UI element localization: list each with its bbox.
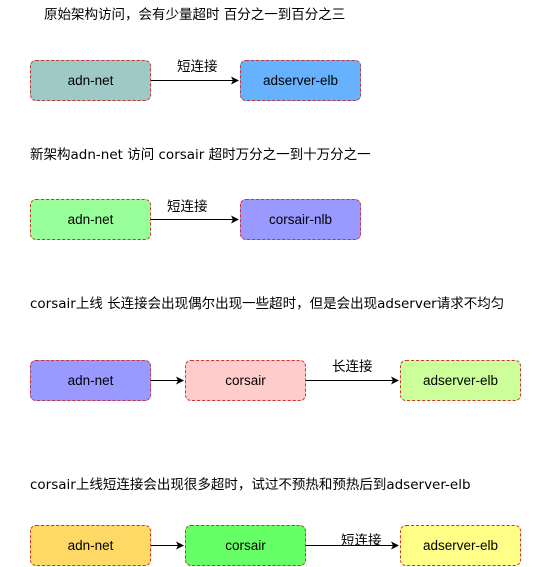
node-adserver-elb-4: adserver-elb — [400, 525, 521, 566]
node-adn-net-4: adn-net — [30, 525, 151, 566]
node-adn-net-1: adn-net — [30, 60, 151, 101]
edge-label-short-2: 短连接 — [167, 199, 208, 215]
node-adn-net-2: adn-net — [30, 199, 151, 240]
node-corsair-3: corsair — [185, 360, 306, 401]
section-3-caption: corsair上线 长连接会出现偶尔出现一些超时，但是会出现adserver请求… — [30, 296, 505, 312]
section-4-caption: corsair上线短连接会出现很多超时，试过不预热和预热后到adserver-e… — [30, 477, 471, 493]
edge-label-short-1: 短连接 — [177, 59, 218, 75]
node-adn-net-3: adn-net — [30, 360, 151, 401]
node-corsair-4: corsair — [185, 525, 306, 566]
edge-label-short-4: 短连接 — [341, 533, 382, 549]
node-corsair-nlb: corsair-nlb — [240, 199, 361, 240]
edge-label-long-3: 长连接 — [332, 359, 373, 375]
section-1-caption: 原始架构访问，会有少量超时 百分之一到百分之三 — [44, 7, 346, 23]
section-2-caption: 新架构adn-net 访问 corsair 超时万分之一到十万分之一 — [30, 147, 371, 163]
node-adserver-elb-3: adserver-elb — [400, 360, 521, 401]
node-adserver-elb-1: adserver-elb — [240, 60, 361, 101]
